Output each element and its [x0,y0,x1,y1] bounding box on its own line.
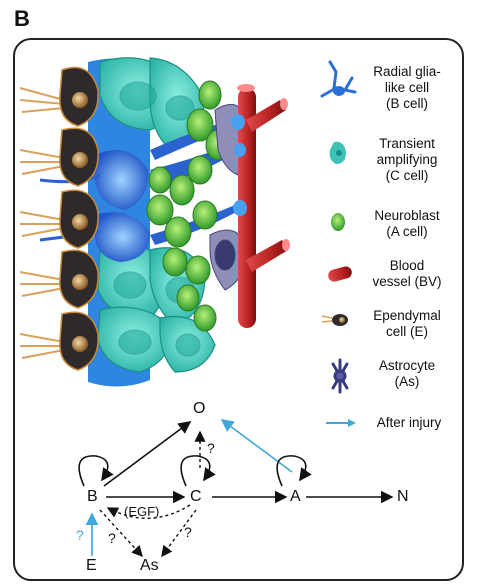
node-c: C [190,488,202,505]
ependymal-cilia [19,87,65,359]
node-b: B [87,488,98,505]
ependymal-icon [321,314,348,326]
transient-amplifying-icon [329,141,346,164]
neuroblast-chain [146,80,231,332]
legend-label-astrocyte: Astrocyte(As) [378,358,436,389]
egf-label: (EGF) [124,504,160,519]
panel-label: B [14,6,30,31]
figure-frame [13,38,464,581]
c-cell-cluster [97,57,216,373]
b-cell-endfeet [231,114,247,216]
arrow-a-to-o-injury [220,419,293,473]
arrow-c-to-b-egf [106,504,191,519]
ependymal-cells [59,66,99,371]
node-a: A [290,488,301,505]
self-loop-c [180,455,216,487]
self-loop-a [276,455,312,487]
node-n: N [397,488,409,505]
radial-glia-icon [320,60,357,98]
node-as: As [140,557,159,574]
arrow-b-to-as [99,509,143,558]
question-mark-e-to-b: ? [76,527,84,543]
self-loop-b [78,455,114,487]
neuroblast-icon [331,213,345,231]
after-injury-arrow-icon [326,419,356,427]
node-e: E [86,557,97,574]
question-mark-b-to-as: ? [108,530,116,546]
legend-label-after-injury: After injury [376,415,442,430]
question-mark-c-to-o: ? [207,440,215,456]
astrocyte-icon [331,358,349,394]
blood-vessel-icon [328,266,352,282]
legend-label-radial-glia: Radial glia-like cell(B cell) [373,64,441,111]
legend-label-neuroblast: Neuroblast(A cell) [374,208,440,239]
arrow-b-to-o [103,421,192,487]
node-o: O [193,400,206,417]
question-mark-c-to-as: ? [184,524,192,540]
